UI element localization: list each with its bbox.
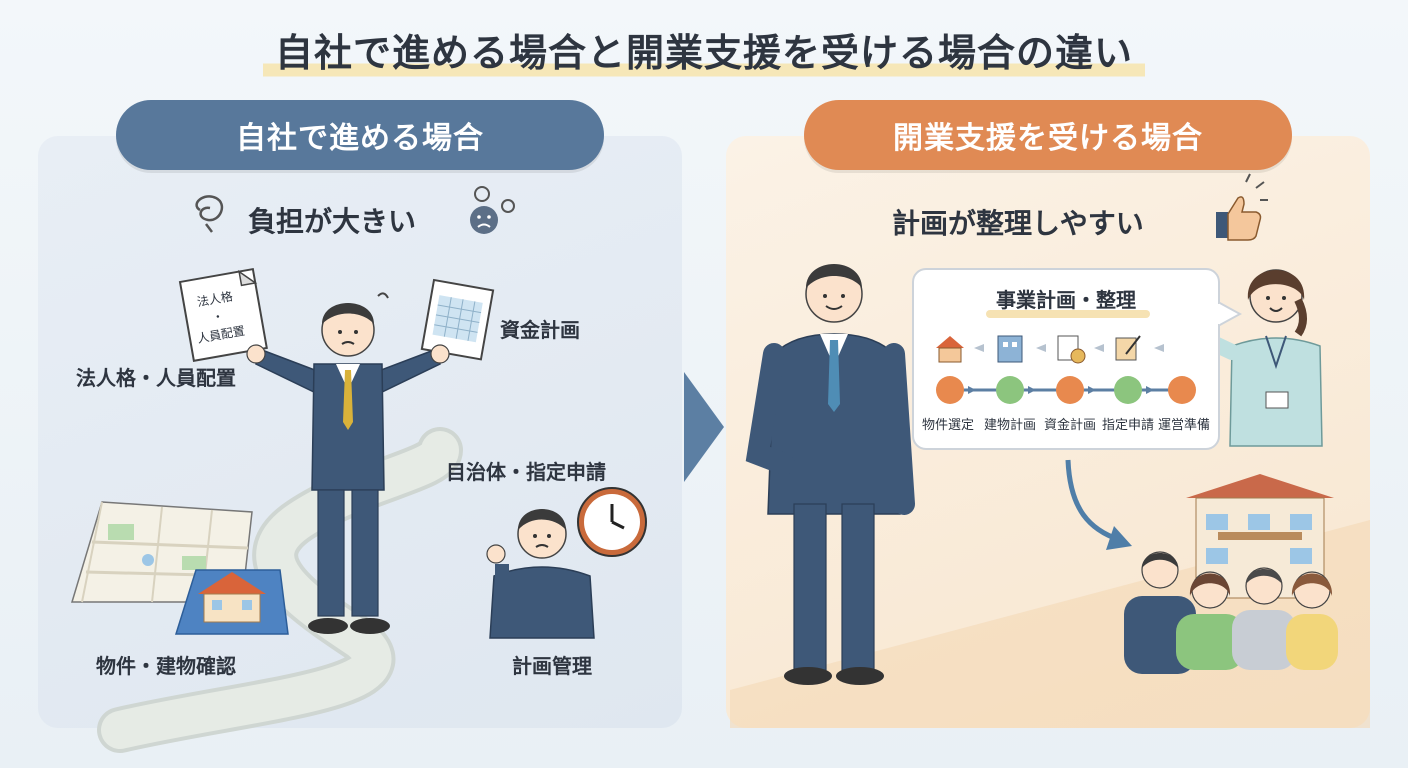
label-hr: 法人格・人員配置 <box>76 366 236 390</box>
right-subtitle: 計画が整理しやすい <box>892 207 1144 240</box>
step-label-4: 指定申請 <box>1102 418 1155 433</box>
step-dot-1 <box>936 376 964 404</box>
step-label-3: 資金計画 <box>1044 418 1097 433</box>
step-label-2: 建物計画 <box>984 418 1037 433</box>
family-group <box>1124 551 1338 674</box>
worried-manager <box>486 509 595 639</box>
step-dot-4 <box>1114 376 1142 404</box>
stressed-businessman <box>246 292 450 634</box>
thumbs-up-icon <box>1216 173 1268 241</box>
left-subtitle: 負担が大きい <box>248 205 417 238</box>
bubble-title: 事業計画・整理 <box>996 288 1136 312</box>
blueprint-house-icon <box>174 569 289 635</box>
stress-swirl-icon <box>195 195 224 233</box>
clock-icon <box>577 487 647 557</box>
label-funding: 資金計画 <box>500 318 580 342</box>
confident-businessman <box>745 264 915 685</box>
building-step-icon <box>997 335 1023 363</box>
house-step-icon <box>936 336 964 363</box>
title-area: 自社で進める場合と開業支援を受ける場合の違い <box>0 22 1408 81</box>
bubble-title-highlight <box>986 310 1150 318</box>
label-plan-management: 計画管理 <box>512 654 592 678</box>
bubble-tail <box>1218 300 1242 328</box>
worried-face-icon <box>470 186 515 234</box>
step-dot-2 <box>996 376 1024 404</box>
step-dot-5 <box>1168 376 1196 404</box>
transition-arrow-icon <box>684 372 724 482</box>
paper-document-icon <box>178 267 268 362</box>
right-header: 開業支援を受ける場合 <box>804 100 1292 170</box>
guide-arrow-icon <box>1065 459 1121 543</box>
step-dot-3 <box>1056 376 1084 404</box>
application-step-icon <box>1115 335 1141 361</box>
step-label-5: 運営準備 <box>1158 418 1211 433</box>
page-title: 自社で進める場合と開業支援を受ける場合の違い <box>262 22 1145 81</box>
label-property: 物件・建物確認 <box>96 654 236 678</box>
label-municipality: 目治体・指定申請 <box>446 460 606 484</box>
document-coin-step-icon <box>1057 335 1086 364</box>
process-flow <box>936 335 1196 404</box>
left-header: 自社で進める場合 <box>116 100 604 170</box>
spreadsheet-icon <box>420 278 495 361</box>
plan-bubble: 事業計画・整理 <box>912 268 1220 450</box>
step-label-1: 物件選定 <box>922 418 975 433</box>
